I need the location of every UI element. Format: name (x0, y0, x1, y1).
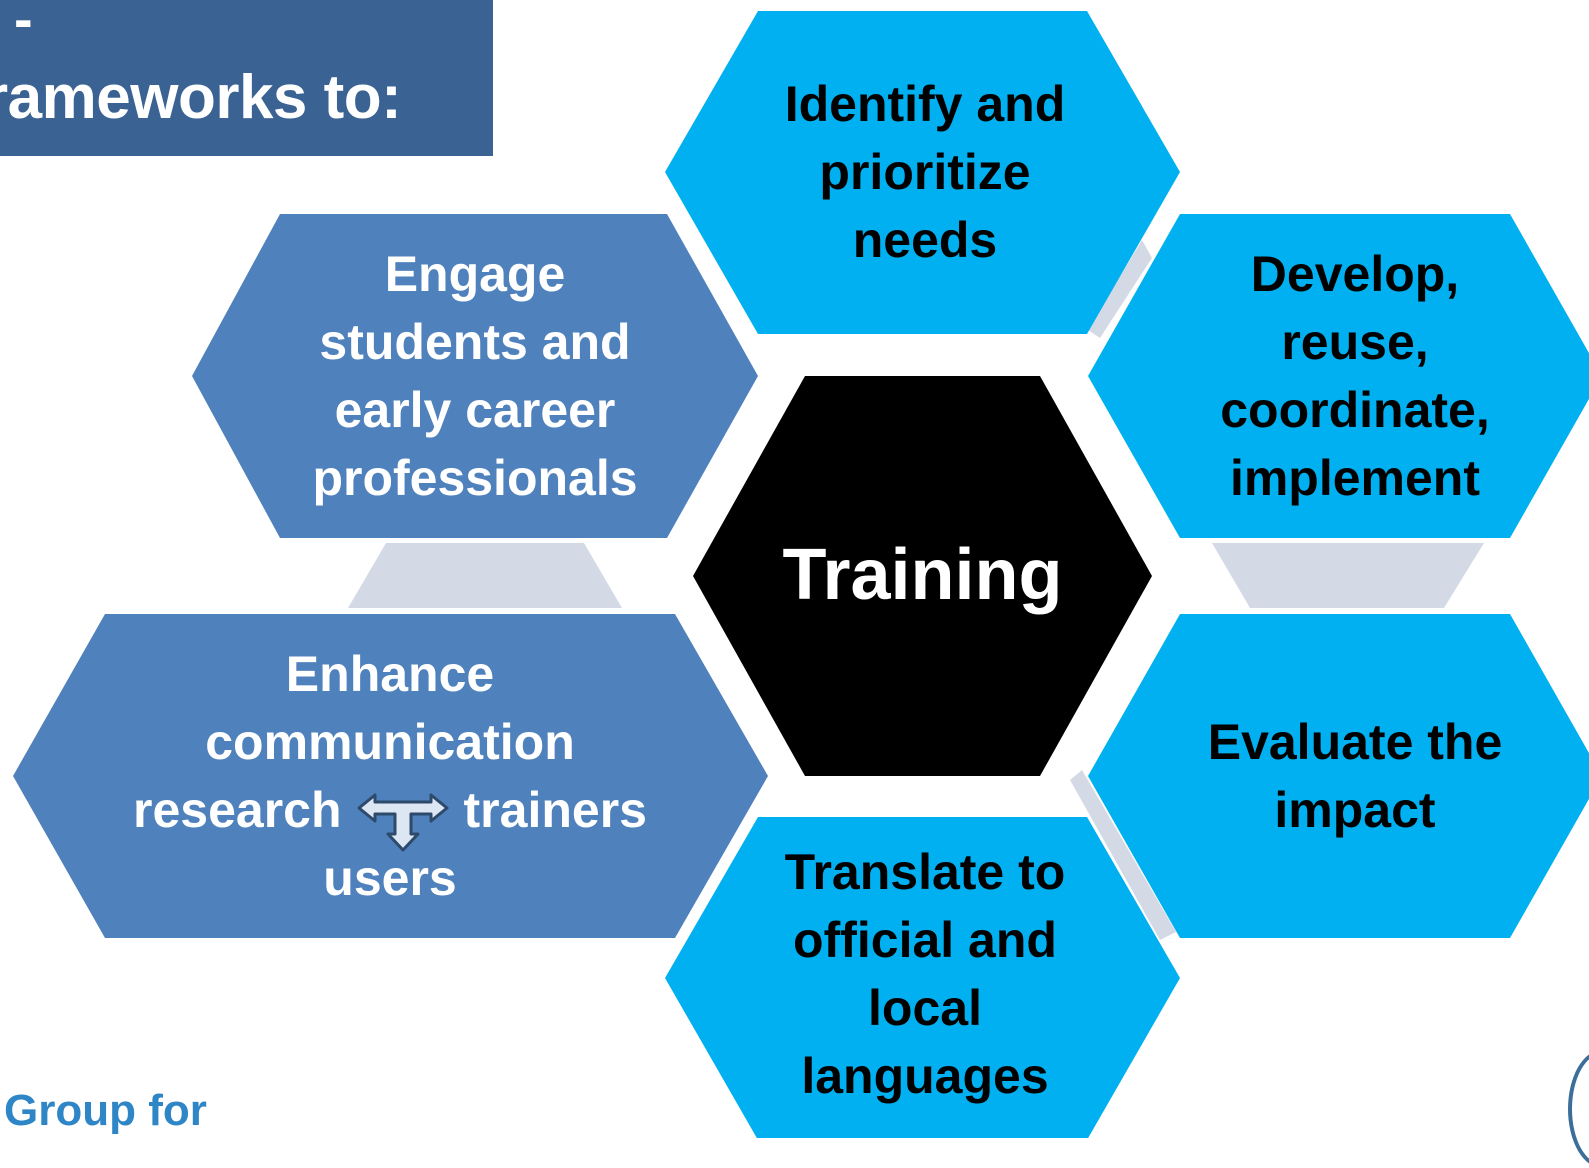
enhance-line-4: users (323, 850, 457, 906)
engage-line-3: early career (334, 382, 616, 438)
footer-group-text: Group for (4, 1086, 207, 1135)
identify-line-2: prioritize (819, 144, 1031, 200)
enhance-line-3: research trainers (133, 776, 647, 844)
title-text: rameworks to: (0, 63, 402, 132)
hexagon-identify (665, 11, 1180, 334)
label-evaluate: Evaluate the impact (1130, 708, 1580, 844)
enhance-word-research: research (133, 782, 342, 838)
label-enhance: Enhance communication research trainers u… (60, 640, 720, 912)
label-engage: Engage students and early career profess… (250, 240, 700, 512)
connector-bands (348, 240, 1484, 940)
evaluate-line-2: impact (1274, 782, 1436, 838)
enhance-word-trainers: trainers (463, 782, 647, 838)
training-label: Training (782, 535, 1063, 615)
label-identify: Identify and prioritize needs (700, 70, 1150, 274)
identify-line-3: needs (852, 212, 998, 268)
hexagon-engage (192, 214, 758, 538)
connector-identify-develop (1088, 240, 1152, 338)
label-translate: Translate to official and local language… (700, 838, 1150, 1110)
label-training: Training (720, 530, 1125, 620)
identify-line-1: Identify and (784, 76, 1066, 132)
connector-evaluate-translate (1070, 770, 1176, 940)
label-develop: Develop, reuse, coordinate, implement (1130, 240, 1580, 512)
hexagon-evaluate (1088, 614, 1589, 938)
translate-line-2: official and (793, 912, 1057, 968)
hexagon-translate (665, 817, 1180, 1138)
hexagon-enhance (13, 614, 768, 938)
develop-line-4: implement (1229, 450, 1481, 506)
title-box: - rameworks to: (0, 0, 493, 156)
training-hexagon-diagram (13, 11, 1589, 1138)
translate-line-4: languages (801, 1048, 1049, 1104)
translate-line-1: Translate to (784, 844, 1066, 900)
engage-line-1: Engage (384, 246, 566, 302)
engage-line-4: professionals (312, 450, 638, 506)
engage-line-2: students and (319, 314, 631, 370)
enhance-line-1: Enhance (285, 646, 495, 702)
connector-engage-enhance (348, 543, 622, 608)
translate-line-3: local (868, 980, 982, 1036)
hexagon-develop (1088, 214, 1589, 538)
three-way-arrow-icon (357, 793, 449, 852)
develop-line-2: reuse, (1281, 314, 1429, 370)
hexagon-training-center (693, 376, 1152, 776)
connector-develop-evaluate (1212, 543, 1484, 608)
enhance-line-2: communication (205, 714, 575, 770)
develop-line-1: Develop, (1250, 246, 1460, 302)
develop-line-3: coordinate, (1220, 382, 1490, 438)
title-dash: - (14, 0, 33, 50)
evaluate-line-1: Evaluate the (1207, 714, 1503, 770)
